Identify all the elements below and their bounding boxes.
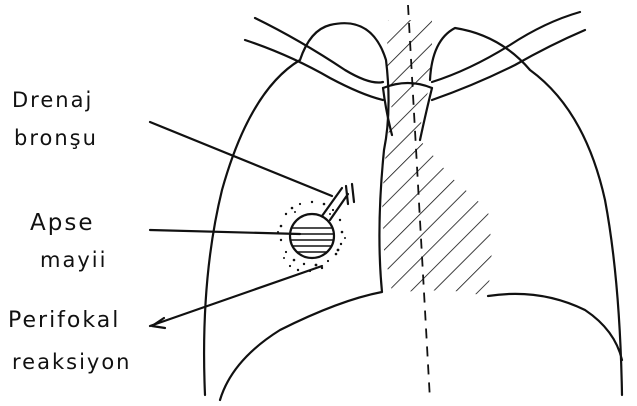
right-clavicle: [432, 12, 585, 100]
label-perifocal-reaction-line1: Perifokal: [8, 310, 120, 332]
leader-line-perifocal-reaction: [150, 266, 322, 326]
left-clavicle: [245, 18, 383, 100]
mediastinum-hatched: [382, 20, 492, 296]
drainage-bronchus-tube: [322, 184, 354, 220]
left-lung-outline: [204, 23, 388, 400]
label-abscess-fluid-line1: Apse: [30, 212, 94, 235]
label-drainage-bronchus-line1: Drenaj: [12, 90, 93, 111]
abscess-fluid-level-lines: [288, 228, 336, 252]
label-perifocal-reaction-line2: reaksiyon: [12, 352, 131, 373]
label-abscess-fluid-line2: mayii: [40, 250, 107, 271]
label-drainage-bronchus-line2: bronşu: [14, 128, 98, 149]
